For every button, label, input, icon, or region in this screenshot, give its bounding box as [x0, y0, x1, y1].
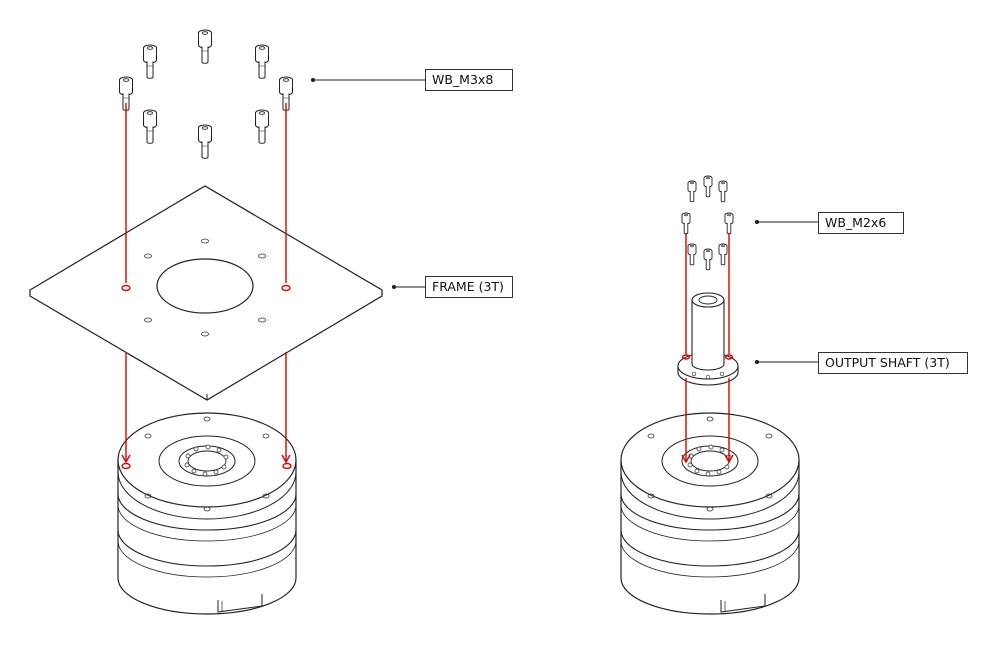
callout-frame: FRAME (3T): [425, 276, 513, 298]
screw-m2: [724, 212, 734, 235]
output-shaft: [677, 292, 739, 386]
screw-m2: [687, 243, 697, 266]
screw-m2: [718, 180, 728, 203]
frame-plate: [28, 185, 384, 401]
screw-m2: [703, 175, 713, 198]
guide-lines-right: [681, 233, 734, 464]
actuator-body-right: [620, 412, 800, 615]
leader-lines-right: [754, 219, 818, 365]
leader-lines-left: [310, 77, 425, 290]
screw-m3: [198, 124, 212, 159]
guide-lines-left: [121, 103, 291, 464]
screw-m2: [681, 212, 691, 235]
m2-screw-group: [681, 175, 734, 271]
screw-m3: [198, 29, 212, 64]
m3-screw-group: [119, 29, 293, 159]
actuator-body-left: [117, 412, 297, 615]
screw-m3: [143, 44, 157, 79]
screw-m3: [143, 109, 157, 144]
screw-m3: [255, 44, 269, 79]
callout-output-shaft: OUTPUT SHAFT (3T): [818, 352, 968, 374]
screw-m2: [718, 243, 728, 266]
screw-m3: [255, 109, 269, 144]
screw-m2: [687, 180, 697, 203]
callout-wb-m3x8: WB_M3x8: [425, 69, 513, 91]
screw-m2: [703, 248, 713, 271]
callout-wb-m2x6: WB_M2x6: [818, 212, 904, 234]
